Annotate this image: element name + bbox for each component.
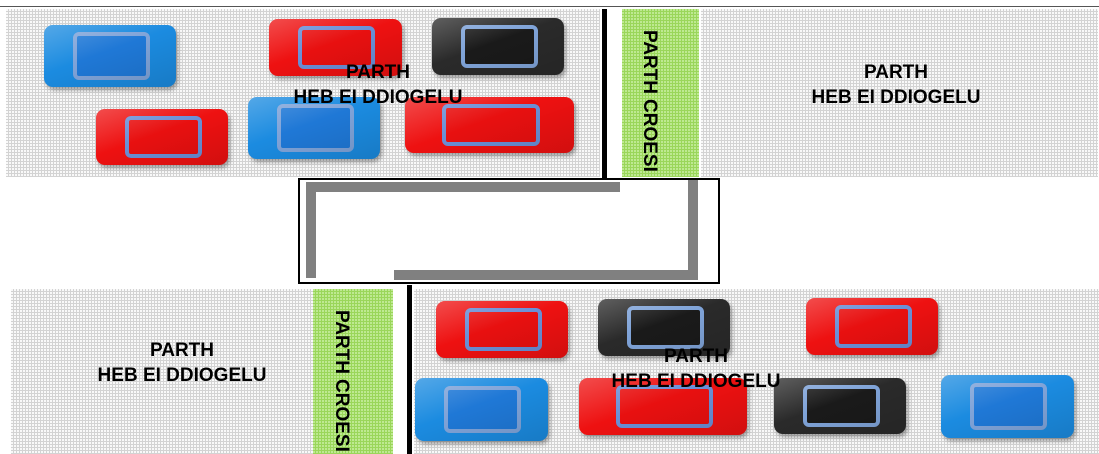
car-red <box>269 19 402 76</box>
gray-path-bottom <box>394 270 698 280</box>
car-black <box>774 378 906 434</box>
car-blue <box>941 375 1074 438</box>
gray-path-left <box>306 182 316 278</box>
center-passage-box <box>298 178 720 284</box>
bottom-divider-line <box>407 285 412 454</box>
top-border-line <box>0 6 1099 7</box>
bottom-right-zone-label: PARTH HEB EI DDIOGELU <box>611 346 781 392</box>
bottom-left-zone-label: PARTH HEB EI DDIOGELU <box>97 340 267 386</box>
gray-path-top-right <box>688 180 698 276</box>
car-black <box>432 18 564 75</box>
car-red <box>96 109 228 165</box>
car-red <box>806 298 938 355</box>
car-blue <box>415 378 548 441</box>
car-red <box>579 378 747 435</box>
car-red <box>405 97 574 153</box>
bottom-crossing-label: PARTH CROESI <box>331 310 352 453</box>
car-red <box>436 301 568 358</box>
car-blue <box>44 25 176 87</box>
top-crossing-label: PARTH CROESI <box>639 30 660 173</box>
bottom-left-unsecured-zone <box>11 289 313 454</box>
car-blue <box>248 97 380 159</box>
car-black <box>598 299 730 356</box>
top-divider-line <box>602 9 607 179</box>
top-left-zone-label: PARTH HEB EI DDIOGELU <box>293 62 463 108</box>
top-crossing-zone <box>622 9 699 177</box>
gray-path-top <box>306 182 620 192</box>
top-right-unsecured-zone <box>701 9 1098 177</box>
top-right-zone-label: PARTH HEB EI DDIOGELU <box>811 62 981 108</box>
bottom-crossing-zone <box>313 289 393 454</box>
